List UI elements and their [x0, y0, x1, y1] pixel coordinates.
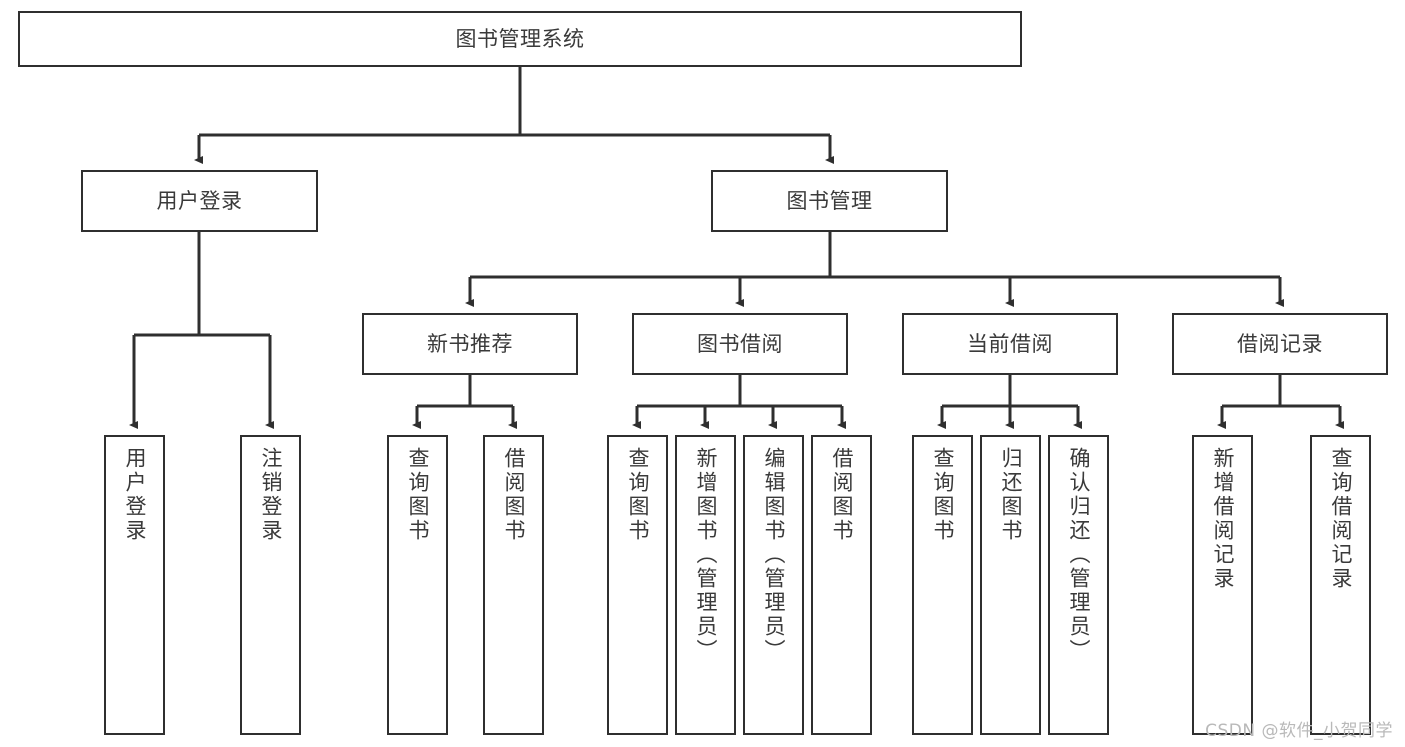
node-label: 查询图书	[406, 447, 430, 543]
node-root-book-management-system[interactable]: 图书管理系统	[18, 11, 1022, 67]
node-label: 当前借阅	[967, 331, 1053, 356]
leaf-borrow-books-new[interactable]: 借阅图书	[483, 435, 544, 735]
node-label: 新增图书（管理员）	[694, 447, 718, 663]
leaf-query-books-current[interactable]: 查询图书	[912, 435, 973, 735]
leaf-query-books-borrow[interactable]: 查询图书	[607, 435, 668, 735]
node-label: 新增借阅记录	[1211, 447, 1235, 591]
node-label: 用户登录	[156, 188, 243, 213]
node-label: 编辑图书（管理员）	[762, 447, 786, 663]
node-label: 图书管理	[786, 188, 873, 213]
leaf-borrow-books[interactable]: 借阅图书	[811, 435, 872, 735]
node-current-borrow[interactable]: 当前借阅	[902, 313, 1118, 375]
node-label: 用户登录	[123, 447, 147, 543]
leaf-user-login[interactable]: 用户登录	[104, 435, 165, 735]
node-book-borrow[interactable]: 图书借阅	[632, 313, 848, 375]
leaf-add-borrow-record[interactable]: 新增借阅记录	[1192, 435, 1253, 735]
node-new-book-recommendation[interactable]: 新书推荐	[362, 313, 578, 375]
leaf-query-books-new[interactable]: 查询图书	[387, 435, 448, 735]
node-label: 图书管理系统	[455, 26, 585, 51]
node-label: 新书推荐	[427, 331, 513, 356]
leaf-add-book-admin[interactable]: 新增图书（管理员）	[675, 435, 736, 735]
leaf-edit-book-admin[interactable]: 编辑图书（管理员）	[743, 435, 804, 735]
leaf-user-logout[interactable]: 注销登录	[240, 435, 301, 735]
node-label: 查询借阅记录	[1329, 447, 1353, 591]
node-label: 借阅图书	[502, 447, 526, 543]
node-label: 借阅图书	[830, 447, 854, 543]
node-label: 查询图书	[931, 447, 955, 543]
node-borrow-records[interactable]: 借阅记录	[1172, 313, 1388, 375]
watermark-text: CSDN @软件_小贺同学	[1205, 721, 1393, 741]
leaf-return-books[interactable]: 归还图书	[980, 435, 1041, 735]
leaf-confirm-return-admin[interactable]: 确认归还（管理员）	[1048, 435, 1109, 735]
node-label: 归还图书	[999, 447, 1023, 543]
leaf-query-borrow-record[interactable]: 查询借阅记录	[1310, 435, 1371, 735]
node-label: 借阅记录	[1237, 331, 1323, 356]
node-label: 注销登录	[259, 447, 283, 543]
node-book-management[interactable]: 图书管理	[711, 170, 948, 232]
node-label: 查询图书	[626, 447, 650, 543]
node-user-login[interactable]: 用户登录	[81, 170, 318, 232]
node-label: 确认归还（管理员）	[1067, 447, 1091, 663]
node-label: 图书借阅	[697, 331, 783, 356]
